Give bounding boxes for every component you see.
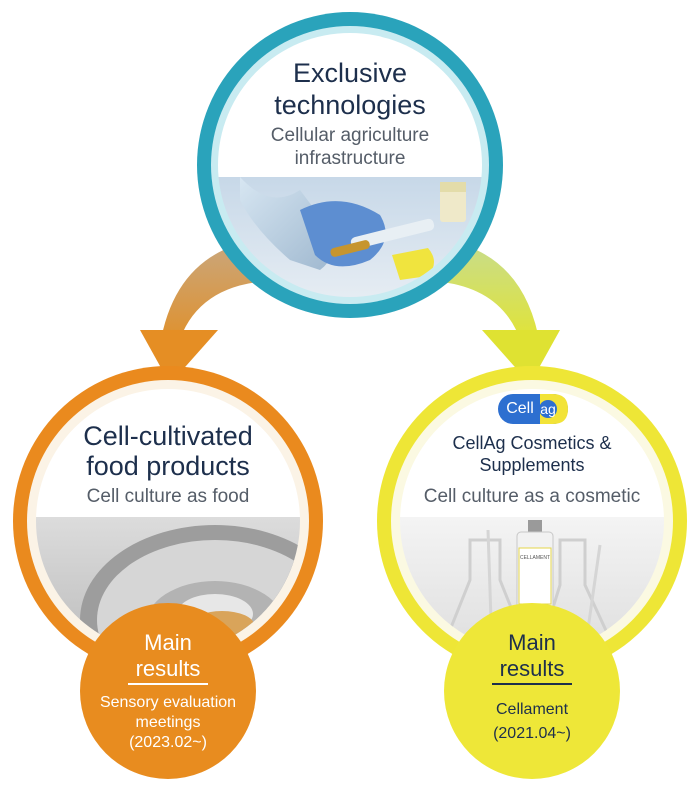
food-main-results-line2: results	[135, 656, 201, 681]
cosmetics-title-line1: CellAg Cosmetics &	[452, 433, 612, 453]
food-main-results-line1: Main	[144, 630, 192, 655]
cosmetics-detail-line1: Cellament	[495, 701, 569, 718]
food-detail-line1: Sensory evaluation	[99, 694, 237, 711]
cosmetics-main-results-line2: results	[499, 656, 565, 681]
cosmetics-circle	[377, 366, 687, 676]
cosmetics-results-underline	[492, 683, 572, 685]
bottle-label: CELLAMENT	[519, 555, 550, 561]
food-title-line2: food products	[86, 451, 250, 481]
arrow-to-cosmetics	[442, 240, 560, 384]
cellag-logo-text: Cell	[506, 400, 534, 417]
cosmetics-title-line2: Supplements	[479, 455, 585, 475]
food-detail-line2: meetings	[135, 714, 201, 731]
arrow-to-food	[140, 240, 258, 384]
food-title-line1: Cell-cultivated	[83, 421, 253, 451]
technologies-circle	[197, 12, 503, 318]
cosmetics-detail-line2: (2021.04~)	[493, 725, 571, 742]
food-results-underline	[128, 683, 208, 685]
technologies-title-line2: technologies	[274, 90, 426, 120]
technologies-subtitle-line2: infrastructure	[294, 148, 406, 169]
food-detail-line3: (2023.02~)	[129, 734, 207, 751]
food-results-badge	[80, 603, 256, 779]
cosmetics-main-results-line1: Main	[508, 630, 556, 655]
cellag-logo	[498, 394, 568, 424]
technologies-title-line1: Exclusive	[292, 58, 408, 88]
technologies-subtitle-line1: Cellular agriculture	[270, 125, 430, 146]
food-subtitle: Cell culture as food	[86, 486, 250, 507]
cosmetics-results-badge	[444, 603, 620, 779]
cellag-logo-text-ag: ag	[540, 401, 556, 417]
cosmetics-subtitle: Cell culture as a cosmetic	[423, 486, 641, 507]
